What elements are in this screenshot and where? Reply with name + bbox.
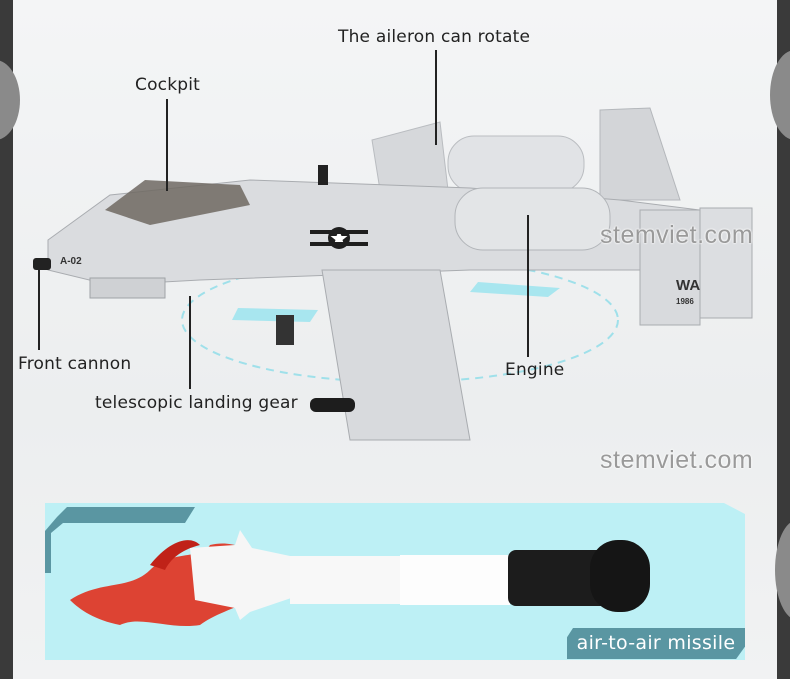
callout-line: [166, 99, 168, 191]
watermark: stemviet.com: [600, 221, 754, 249]
tail-year: 1986: [676, 297, 694, 306]
callout-line: [189, 296, 191, 389]
callout-landing-gear: telescopic landing gear: [95, 393, 298, 413]
watermark: stemviet.com: [600, 446, 754, 474]
panel-corner-accent: [45, 507, 195, 573]
decor-blob: [775, 520, 790, 620]
callout-aileron: The aileron can rotate: [338, 27, 531, 47]
tail-code: WA: [676, 277, 700, 294]
callout-cockpit: Cockpit: [135, 75, 201, 95]
decor-blob: [0, 60, 20, 140]
nose-code: A-02: [60, 256, 82, 267]
right-dark-border: [777, 0, 790, 679]
callout-front-cannon: Front cannon: [18, 354, 132, 374]
callout-line: [38, 270, 40, 350]
left-dark-border: [0, 0, 13, 679]
missile-label: air-to-air missile: [567, 628, 745, 659]
callout-line: [435, 50, 437, 145]
a10-brick-model: A-02 WA 1986: [33, 107, 753, 441]
callout-engine: Engine: [505, 360, 565, 380]
callout-line: [527, 215, 529, 357]
decor-blob: [770, 50, 790, 140]
